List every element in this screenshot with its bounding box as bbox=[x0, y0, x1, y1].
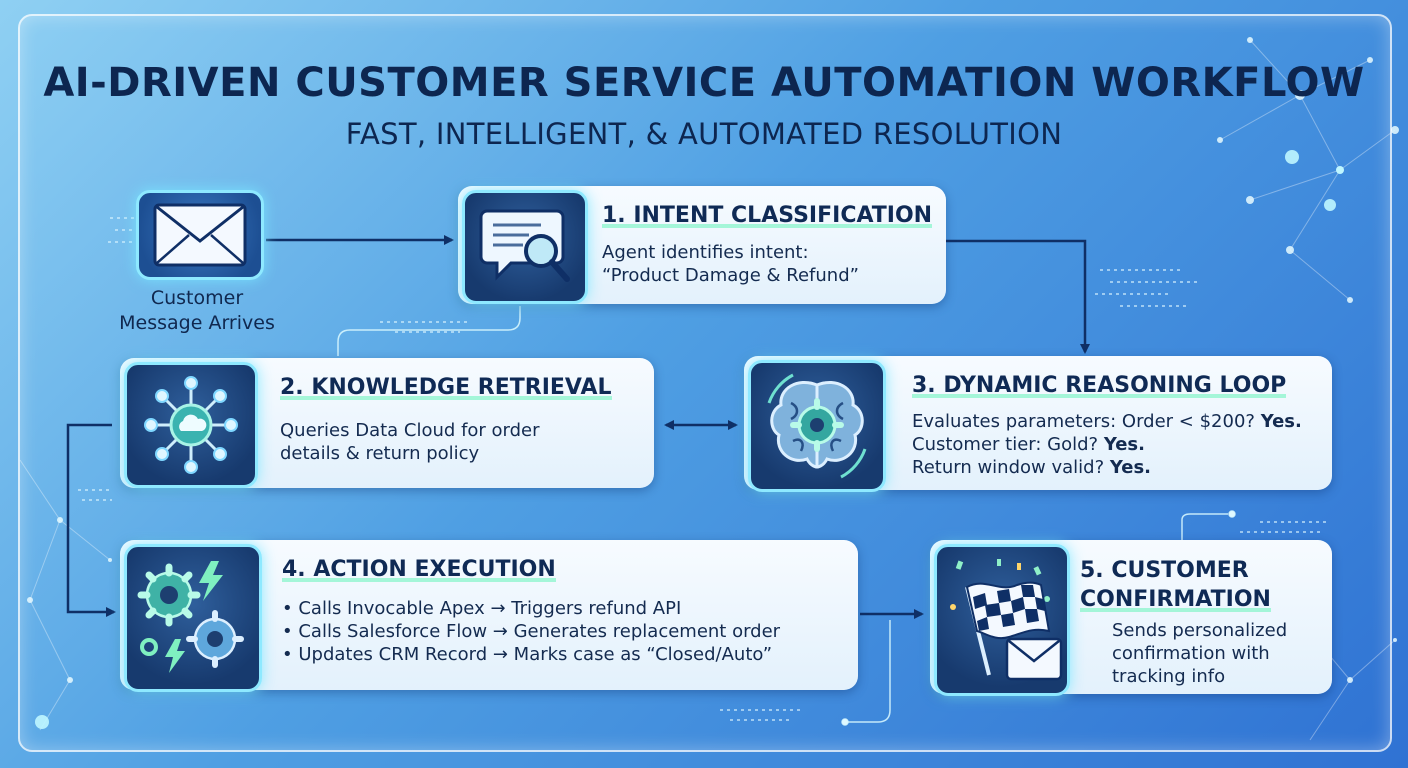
step2-title: 2. KNOWLEDGE RETRIEVAL bbox=[280, 375, 612, 400]
customer-message-label: Customer Message Arrives bbox=[119, 287, 275, 334]
customer-message-tile bbox=[136, 190, 264, 280]
step4-action-2: • Calls Salesforce Flow → Generates repl… bbox=[282, 621, 781, 642]
page-subtitle: FAST, INTELLIGENT, & AUTOMATED RESOLUTIO… bbox=[345, 117, 1063, 151]
frame-border bbox=[18, 14, 1392, 752]
step3-body: Evaluates parameters: Order < $200? Yes.… bbox=[912, 411, 1302, 478]
chat-search-icon bbox=[479, 209, 570, 282]
step3-icon-tile bbox=[748, 360, 886, 492]
step1-body: Agent identifies intent: “Product Damage… bbox=[602, 242, 859, 286]
step1-title: 1. INTENT CLASSIFICATION bbox=[602, 203, 933, 228]
checkered-flag-icon bbox=[950, 559, 1063, 681]
envelope-icon bbox=[153, 203, 247, 267]
page-title: AI-DRIVEN CUSTOMER SERVICE AUTOMATION WO… bbox=[43, 60, 1365, 106]
step4-action-3: • Updates CRM Record → Marks case as “Cl… bbox=[282, 644, 773, 665]
step4-action-1: • Calls Invocable Apex → Triggers refund… bbox=[282, 598, 682, 619]
step2-icon-tile bbox=[124, 362, 258, 488]
step2-body: Queries Data Cloud for order details & r… bbox=[280, 420, 540, 464]
step5-body: Sends personalized confirmation with tra… bbox=[1112, 620, 1288, 687]
step4-title: 4. ACTION EXECUTION bbox=[282, 557, 556, 582]
cloud-network-icon bbox=[144, 376, 238, 474]
step1-icon-tile bbox=[462, 190, 588, 304]
step5-icon-tile bbox=[934, 544, 1070, 696]
step4-body: • Calls Invocable Apex → Triggers refund… bbox=[282, 597, 780, 666]
step3-title: 3. DYNAMIC REASONING LOOP bbox=[912, 373, 1287, 398]
step5-title: 5. CUSTOMER CONFIRMATION bbox=[1080, 558, 1271, 612]
gears-lightning-icon bbox=[137, 561, 244, 673]
brain-gear-icon bbox=[767, 373, 867, 479]
step4-icon-tile bbox=[124, 544, 262, 692]
